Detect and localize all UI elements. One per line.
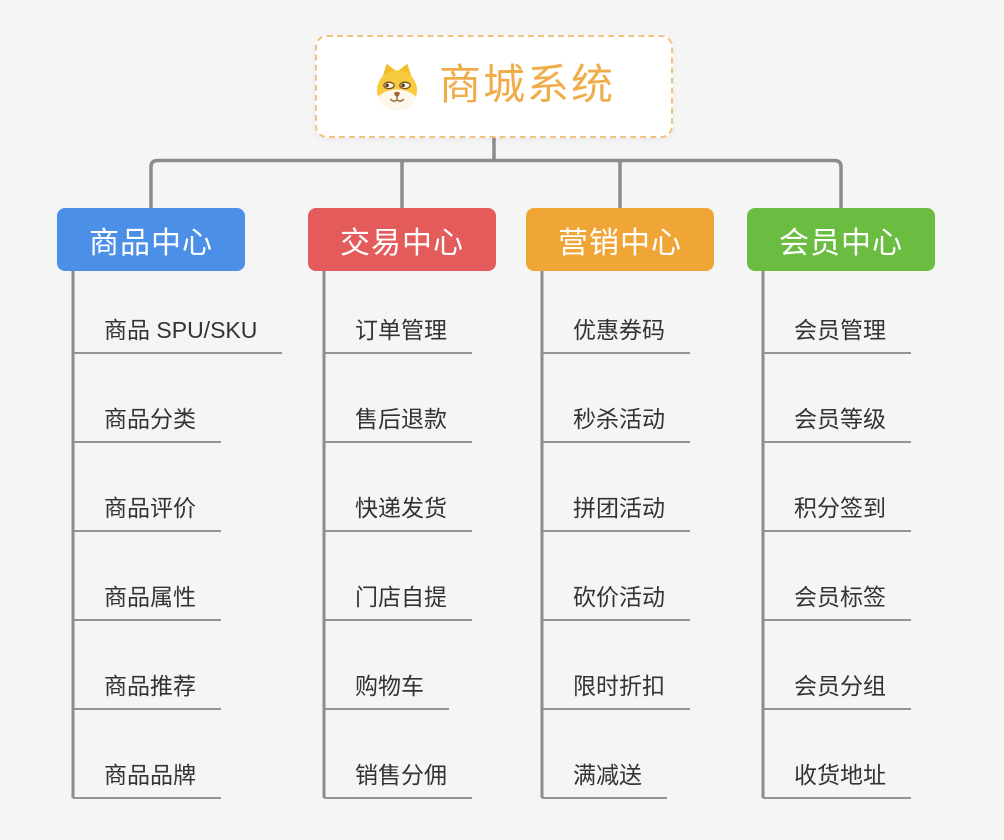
- branch-header-3[interactable]: 营销中心: [526, 208, 714, 271]
- branch-header-4[interactable]: 会员中心: [747, 208, 935, 271]
- leaf-node[interactable]: 商品属性: [73, 583, 221, 621]
- branch-header-1[interactable]: 商品中心: [57, 208, 245, 271]
- leaf-node[interactable]: 收货地址: [763, 761, 911, 799]
- leaf-node[interactable]: 订单管理: [324, 316, 472, 354]
- leaf-node[interactable]: 门店自提: [324, 583, 472, 621]
- doge-icon: [373, 62, 421, 112]
- leaf-node[interactable]: 售后退款: [324, 405, 472, 443]
- leaf-node[interactable]: 商品 SPU/SKU: [73, 316, 283, 354]
- leaf-node[interactable]: 积分签到: [763, 494, 911, 532]
- leaf-node[interactable]: 满减送: [542, 761, 667, 799]
- leaf-node[interactable]: 销售分佣: [324, 761, 472, 799]
- leaf-node[interactable]: 优惠券码: [542, 316, 690, 354]
- leaf-node[interactable]: 商品品牌: [73, 761, 221, 799]
- leaf-node[interactable]: 秒杀活动: [542, 405, 690, 443]
- leaf-node[interactable]: 砍价活动: [542, 583, 690, 621]
- leaf-node[interactable]: 限时折扣: [542, 672, 690, 710]
- leaf-node[interactable]: 会员标签: [763, 583, 911, 621]
- leaf-node[interactable]: 拼团活动: [542, 494, 690, 532]
- leaf-node[interactable]: 会员分组: [763, 672, 911, 710]
- root-node[interactable]: 商城系统: [315, 35, 673, 138]
- leaf-node[interactable]: 购物车: [324, 672, 449, 710]
- leaf-node[interactable]: 商品评价: [73, 494, 221, 532]
- branch-header-2[interactable]: 交易中心: [308, 208, 496, 271]
- leaf-node[interactable]: 会员等级: [763, 405, 911, 443]
- leaf-node[interactable]: 快递发货: [324, 494, 472, 532]
- leaf-node[interactable]: 商品分类: [73, 405, 221, 443]
- root-title: 商城系统: [438, 60, 615, 108]
- leaf-node[interactable]: 会员管理: [763, 316, 911, 354]
- leaf-node[interactable]: 商品推荐: [73, 672, 221, 710]
